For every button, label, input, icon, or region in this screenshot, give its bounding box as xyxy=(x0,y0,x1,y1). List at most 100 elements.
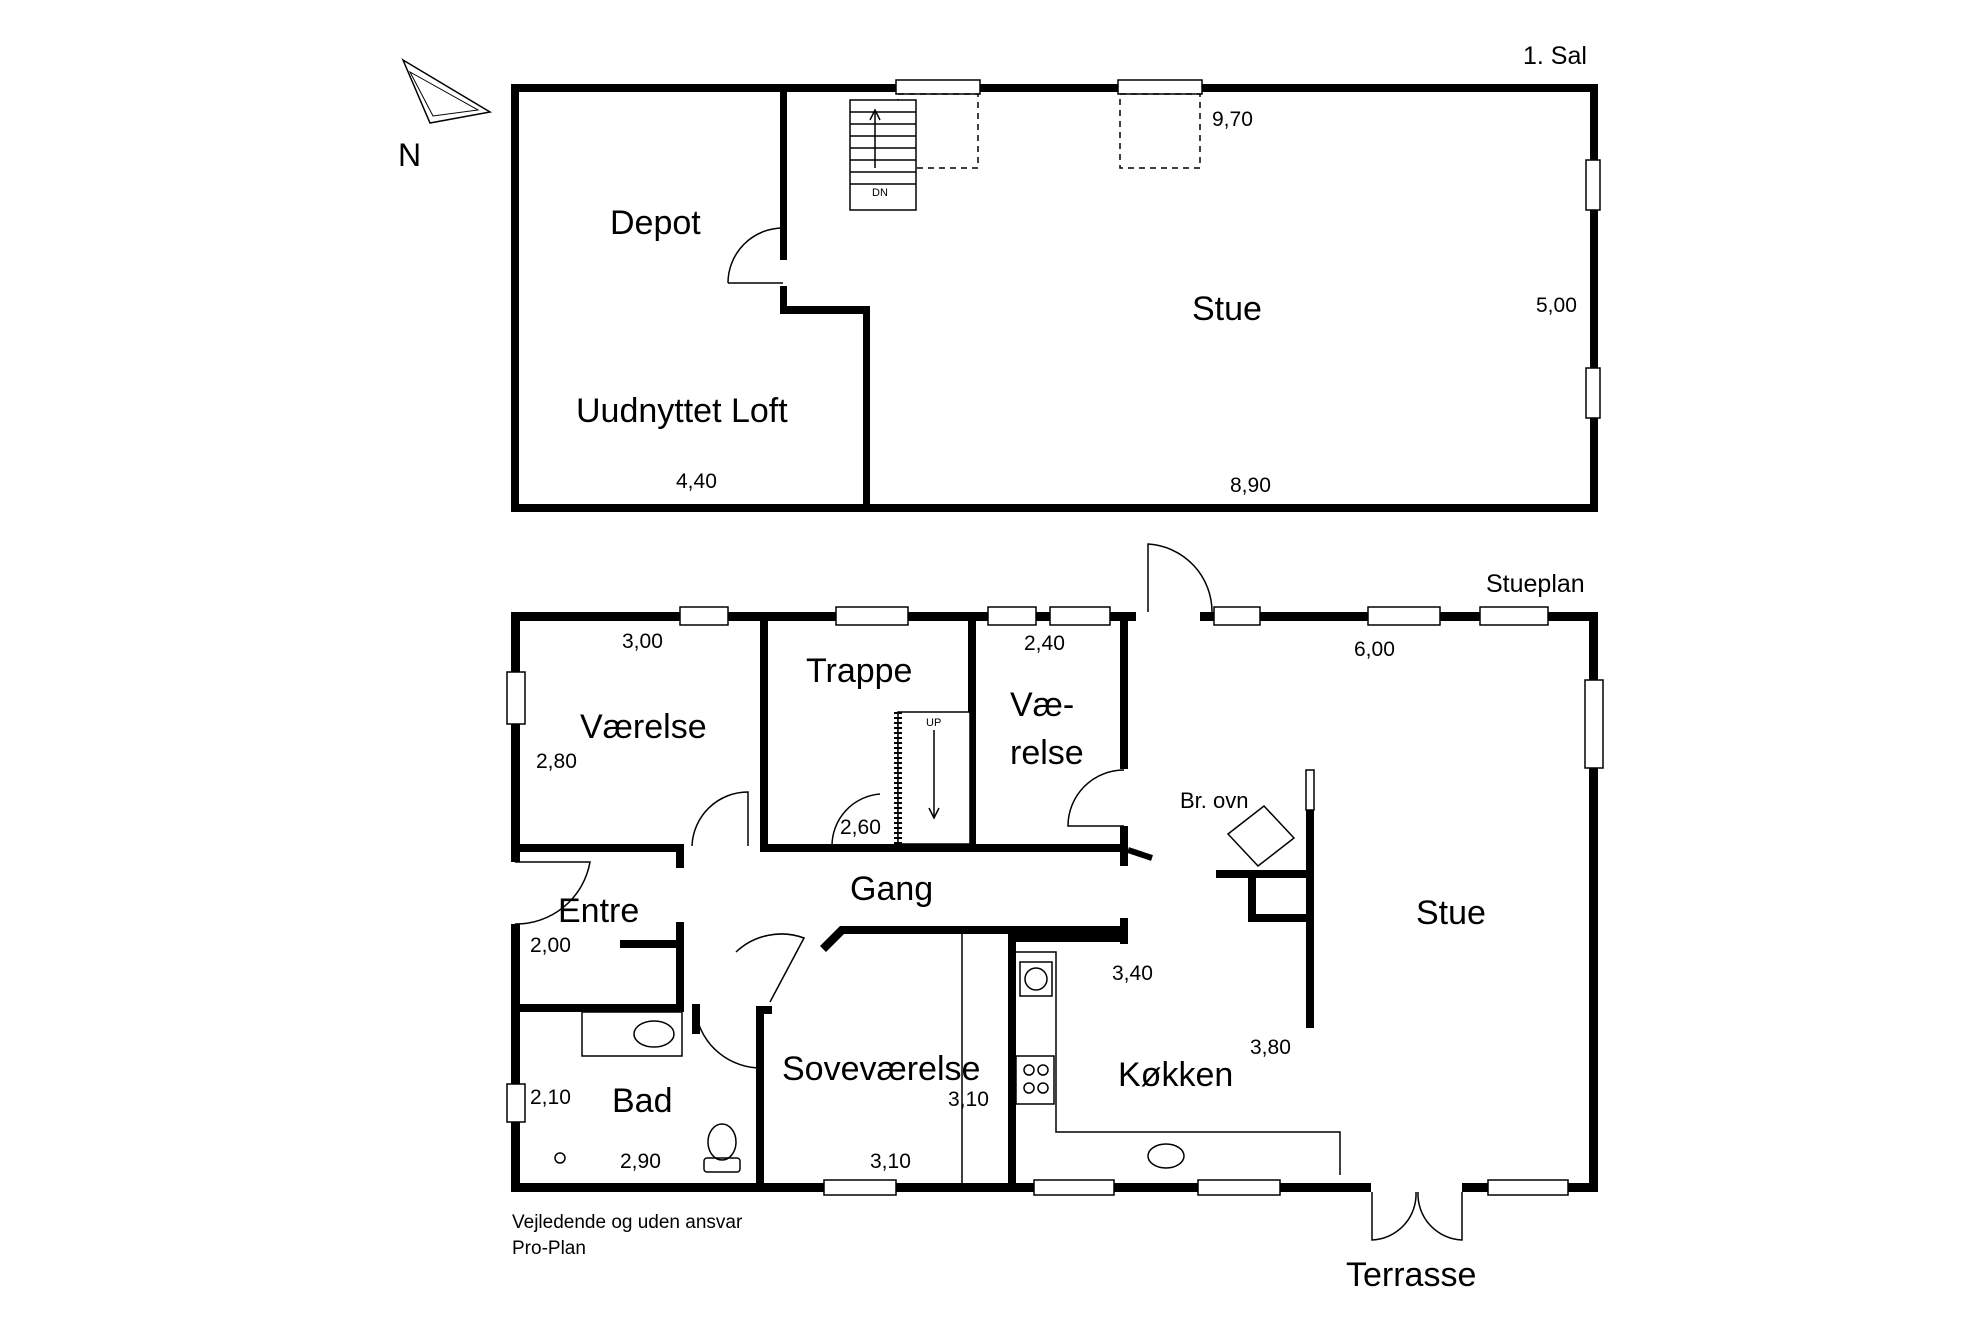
room-label-unused-attic: Uudnyttet Loft xyxy=(576,392,788,430)
wall xyxy=(1248,878,1256,922)
wall xyxy=(511,844,681,852)
wall xyxy=(620,940,680,948)
window-icon xyxy=(1479,606,1549,626)
room-label-bath: Bad xyxy=(612,1082,673,1120)
wall xyxy=(511,84,519,512)
wall xyxy=(780,306,870,314)
window-icon xyxy=(506,671,526,725)
window-icon xyxy=(895,79,981,95)
wall xyxy=(820,926,1128,952)
window-icon xyxy=(1117,79,1203,95)
disclaimer-line-2: Pro-Plan xyxy=(512,1238,586,1259)
compass-north-label: N xyxy=(398,137,421,173)
wall xyxy=(511,504,1598,512)
door-swing-icon xyxy=(1371,1191,1417,1241)
door-gap xyxy=(1148,610,1200,623)
door-swing-icon xyxy=(691,791,749,847)
door-swing-icon xyxy=(1067,769,1125,827)
wall xyxy=(511,84,1598,92)
dim-bedroom1-width: 3,00 xyxy=(622,630,663,653)
window-icon xyxy=(1367,606,1441,626)
dim-kitchen-width: 3,40 xyxy=(1112,962,1153,985)
kitchen-counter xyxy=(1016,951,1341,1175)
wall xyxy=(780,286,787,310)
skylight-outline xyxy=(1119,93,1201,169)
stair-up-label: UP xyxy=(926,717,941,729)
extractor-fan-icon xyxy=(1024,967,1048,991)
wall xyxy=(780,92,787,260)
washbasin-icon xyxy=(633,1020,675,1048)
window-icon xyxy=(1197,1179,1281,1196)
room-label-bedroom-2-line1: Væ- xyxy=(1010,686,1074,724)
wall xyxy=(1127,847,1153,861)
room-label-stairs: Trappe xyxy=(806,652,912,690)
wall xyxy=(1216,870,1314,878)
wall xyxy=(511,1183,1371,1192)
wall xyxy=(1120,918,1128,944)
window-icon xyxy=(1033,1179,1115,1196)
terrace-label: Terrasse xyxy=(1346,1256,1476,1294)
stair-up-icon xyxy=(894,711,971,845)
wall xyxy=(760,621,768,849)
stair-down-icon xyxy=(849,99,917,211)
window-icon xyxy=(1585,159,1601,211)
wall xyxy=(968,621,976,849)
ground-floor: Stueplan xyxy=(506,543,1604,1294)
dim-upper-living-width: 8,90 xyxy=(1230,474,1271,497)
window-icon xyxy=(1487,1179,1569,1196)
dim-living-width: 6,00 xyxy=(1354,638,1395,661)
window-icon xyxy=(987,606,1037,626)
hood-box xyxy=(1019,961,1053,997)
shower-drain-icon xyxy=(554,1152,566,1164)
wall xyxy=(511,612,520,862)
room-label-master-bedroom: Soveværelse xyxy=(782,1050,980,1088)
room-label-hall: Gang xyxy=(850,870,933,908)
upper-floor-title: 1. Sal xyxy=(1523,42,1587,70)
wall xyxy=(1589,612,1598,1192)
window-icon xyxy=(823,1179,897,1196)
wall xyxy=(1590,84,1598,512)
room-label-entrance: Entre xyxy=(558,892,639,930)
wall xyxy=(1120,621,1128,769)
dim-upper-top: 9,70 xyxy=(1212,108,1253,131)
window-icon xyxy=(835,606,909,626)
window-icon xyxy=(1584,679,1604,769)
wall xyxy=(676,844,684,868)
kitchen-sink-icon xyxy=(1147,1143,1185,1169)
upper-floor: 1. Sal xyxy=(511,42,1601,512)
dim-master-width: 3,10 xyxy=(870,1150,911,1173)
wall xyxy=(756,1006,764,1192)
wall xyxy=(511,924,520,1192)
door-swing-icon xyxy=(514,861,591,925)
room-label-upper-living: Stue xyxy=(1192,290,1262,328)
wall xyxy=(756,1006,772,1014)
dim-kitchen-depth: 3,80 xyxy=(1250,1036,1291,1059)
room-label-bedroom-2-line2: relse xyxy=(1010,734,1084,772)
wall xyxy=(676,922,684,1006)
wall xyxy=(692,1004,700,1034)
wall xyxy=(1008,934,1128,942)
compass-inner-icon xyxy=(408,70,480,117)
dim-stairs-depth: 2,60 xyxy=(840,816,881,839)
window-icon xyxy=(1585,367,1601,419)
stove-shield xyxy=(1305,769,1315,811)
door-swing-icon xyxy=(695,1012,763,1069)
wall xyxy=(1008,934,1016,1192)
toilet-icon xyxy=(707,1123,737,1161)
dim-upper-right: 5,00 xyxy=(1536,294,1577,317)
compass-arrow-icon xyxy=(401,58,493,124)
window-icon xyxy=(679,606,729,626)
room-label-depot: Depot xyxy=(610,204,701,242)
compass: N xyxy=(398,58,493,173)
wood-stove-icon xyxy=(1226,804,1296,868)
ground-floor-title: Stueplan xyxy=(1486,570,1585,598)
wall xyxy=(863,306,870,504)
door-swing-icon xyxy=(727,227,784,284)
door-swing-icon xyxy=(1147,543,1213,613)
dim-attic-width: 4,40 xyxy=(676,470,717,493)
room-label-kitchen: Køkken xyxy=(1118,1056,1233,1094)
dim-bedroom1-depth: 2,80 xyxy=(536,750,577,773)
door-swing-icon xyxy=(831,793,881,847)
window-icon xyxy=(506,1083,526,1123)
wall xyxy=(760,844,1128,852)
